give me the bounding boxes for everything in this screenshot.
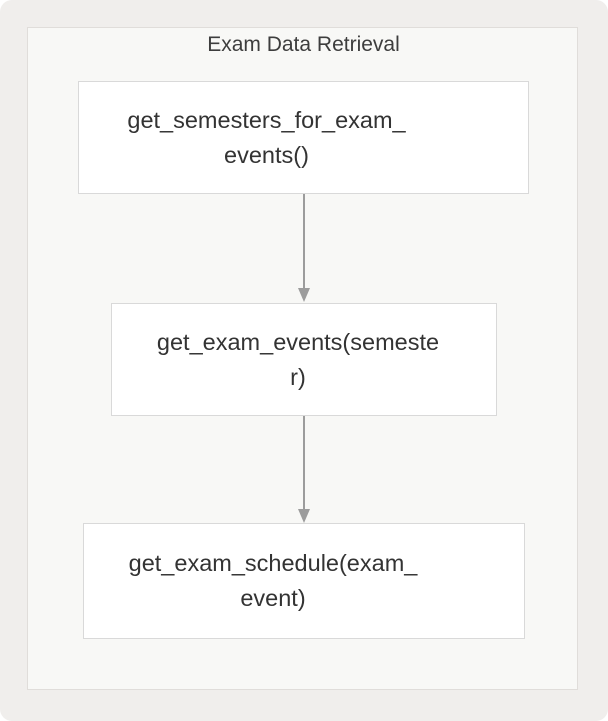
diagram-title: Exam Data Retrieval — [207, 33, 400, 56]
node-label: get_semesters_for_exam_ events() — [127, 106, 406, 168]
node-label: get_exam_events(semeste r) — [156, 328, 440, 390]
node-label: get_exam_schedule(exam_ event) — [128, 550, 418, 611]
flow-node-get-exam-events: get_exam_events(semeste r) — [111, 303, 497, 416]
flow-node-get-exam-schedule: get_exam_schedule(exam_ event) — [83, 523, 525, 639]
flow-node-get-semesters-for-exam-events: get_semesters_for_exam_ events() — [78, 81, 529, 194]
